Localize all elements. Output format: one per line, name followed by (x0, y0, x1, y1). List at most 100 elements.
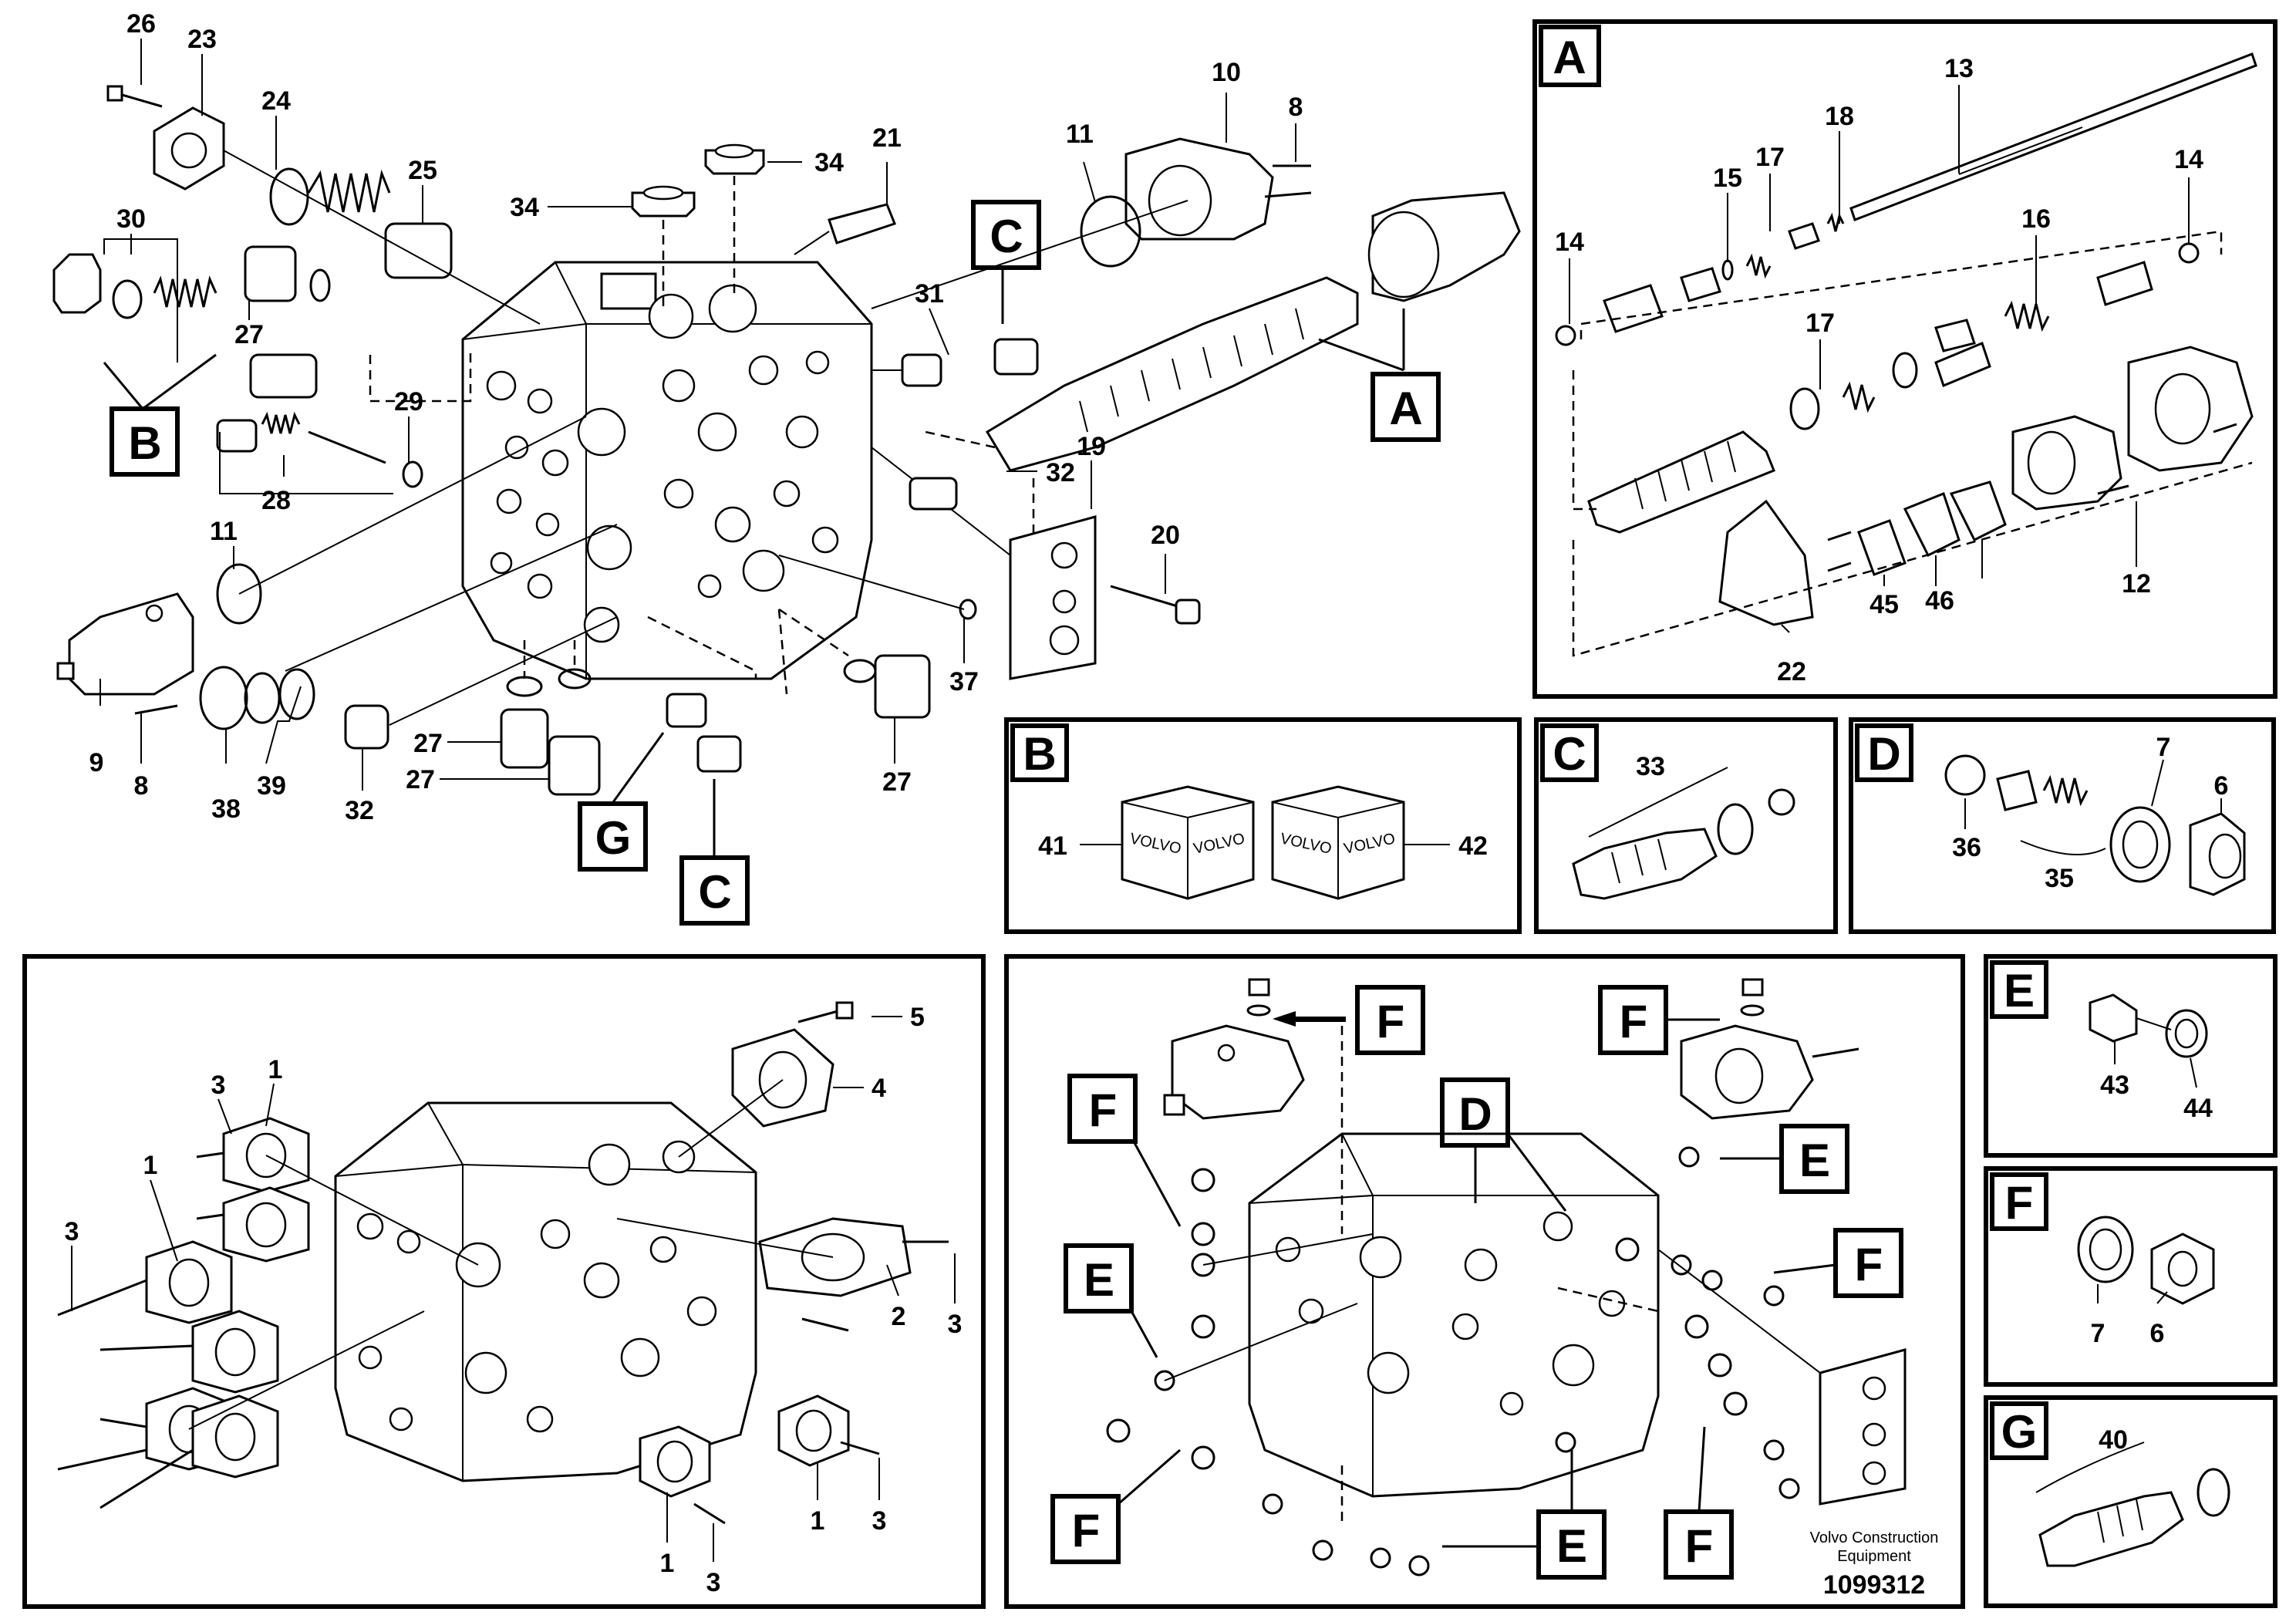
detail-A-callout-13: 13 (1944, 54, 1974, 83)
detail-F-panel: F 7 6 (1984, 1166, 2277, 1387)
detail-D-callout-6: 6 (2214, 771, 2229, 801)
flanges-callout-3-bottom: 3 (706, 1568, 721, 1597)
ref-box-B: B (128, 417, 161, 469)
footer-company-line1: Volvo Construction (1810, 1529, 1939, 1546)
callout-27-upper: 27 (234, 320, 264, 349)
ref-box-C-bottom: C (698, 866, 731, 918)
detail-F-letter: F (2005, 1177, 2034, 1229)
ref-box-C-top: C (990, 211, 1023, 262)
callout-27-lower: 27 (406, 765, 435, 794)
main-exploded-view (52, 85, 1521, 796)
detail-G-panel: G 40 (1984, 1395, 2277, 1608)
flanges-callout-1-bottom: 1 (660, 1549, 675, 1578)
plugs-ref-F-2: F (1620, 996, 1648, 1047)
plugs-ref-F-6: F (1685, 1520, 1714, 1572)
detail-E-callout-43: 43 (2100, 1071, 2129, 1100)
callout-11-left: 11 (210, 517, 238, 546)
callout-27-right: 27 (882, 767, 912, 797)
callout-28: 28 (261, 486, 291, 515)
plugs-ref-E-3: E (1556, 1520, 1587, 1572)
callout-19: 19 (1077, 432, 1106, 461)
flanges-callout-1-bottom-right: 1 (811, 1506, 825, 1536)
plugs-ref-F-3: F (1089, 1084, 1118, 1136)
detail-D-panel: D 36 35 7 6 (1849, 717, 2276, 934)
main-callouts: 26 23 24 25 30 27 28 29 11 9 8 38 39 32 … (89, 9, 1441, 926)
detail-B-panel: B VOLVO VOLVO VOLVO VOLVO 41 42 (1004, 717, 1522, 934)
ref-box-G: G (595, 812, 632, 864)
detail-F-callout-6: 6 (2150, 1319, 2165, 1348)
detail-D-letter: D (1867, 728, 1900, 780)
detail-E-callout-44: 44 (2183, 1094, 2213, 1123)
callout-38: 38 (211, 794, 241, 824)
callout-9: 9 (89, 748, 104, 777)
detail-D-callout-7: 7 (2156, 733, 2171, 762)
flanges-callout-1-left: 1 (143, 1151, 158, 1180)
flanges-callout-3-right: 3 (948, 1310, 963, 1339)
callout-27-mid: 27 (413, 729, 443, 758)
detail-A-callout-45: 45 (1870, 590, 1899, 619)
plugs-ref-E-2: E (1084, 1254, 1114, 1306)
detail-A-callout-17-lower: 17 (1805, 309, 1835, 338)
callout-29: 29 (394, 387, 423, 416)
flanges-callout-1-top: 1 (268, 1055, 283, 1084)
flanges-callout-3-bottom-right: 3 (872, 1506, 887, 1536)
block-top-pad (600, 272, 657, 310)
detail-A-callout-17-upper: 17 (1755, 143, 1785, 172)
callout-10: 10 (1212, 58, 1241, 87)
plugs-panel: F F F D E E F F E F Volvo Construction E… (1004, 954, 1965, 1609)
plugs-ref-F-1: F (1377, 996, 1405, 1047)
callout-34-left: 34 (510, 193, 539, 222)
flanges-callout-3-top: 3 (211, 1071, 226, 1100)
footer-doc-number: 1099312 (1823, 1570, 1925, 1600)
detail-C-panel: C 33 (1534, 717, 1838, 934)
flanges-panel: 5 4 3 1 1 3 2 3 1 3 1 3 (22, 954, 986, 1609)
callout-20: 20 (1151, 521, 1180, 550)
detail-A-callout-46: 46 (1925, 586, 1954, 615)
detail-G-callout-40: 40 (2099, 1425, 2128, 1455)
detail-B-letter: B (1023, 728, 1056, 780)
detail-G-letter: G (2001, 1406, 2038, 1458)
flanges-callout-3-left: 3 (65, 1217, 79, 1246)
detail-B-callout-42: 42 (1458, 831, 1488, 861)
detail-A-letter: A (1553, 32, 1586, 83)
detail-A-callout-14-right: 14 (2174, 145, 2203, 174)
detail-B-callout-41: 41 (1038, 831, 1067, 861)
callout-37: 37 (949, 667, 979, 696)
detail-A-callout-15: 15 (1713, 164, 1742, 193)
detail-C-callout-33: 33 (1636, 752, 1665, 781)
callout-30: 30 (116, 204, 146, 234)
ref-box-A: A (1389, 383, 1422, 434)
callout-25: 25 (408, 156, 437, 185)
callout-24: 24 (261, 86, 291, 116)
callout-8-left: 8 (134, 771, 149, 801)
callout-26: 26 (126, 9, 156, 39)
detail-E-panel: E 43 44 (1984, 954, 2277, 1158)
callout-39: 39 (257, 771, 286, 801)
detail-D-callout-36: 36 (1952, 833, 1981, 862)
detail-E-letter: E (2004, 965, 2035, 1017)
detail-A-panel: A (1532, 19, 2277, 699)
plugs-ref-F-5: F (1072, 1505, 1101, 1556)
flanges-callout-5: 5 (910, 1003, 925, 1032)
callout-34-right: 34 (814, 148, 844, 177)
callout-11-right: 11 (1066, 120, 1094, 149)
detail-A-callout-22: 22 (1777, 657, 1806, 686)
callout-32-lower: 32 (345, 796, 374, 825)
callout-31: 31 (915, 279, 944, 309)
flanges-callout-4: 4 (872, 1074, 886, 1103)
callout-32-upper: 32 (1046, 458, 1075, 487)
footer-company-line2: Equipment (1837, 1548, 1911, 1565)
callout-23: 23 (187, 25, 217, 54)
detail-A-callout-18: 18 (1825, 102, 1854, 131)
callout-21: 21 (872, 123, 902, 153)
detail-A-callout-16: 16 (2021, 204, 2051, 234)
detail-D-callout-35: 35 (2045, 864, 2074, 893)
detail-A-callout-12: 12 (2122, 569, 2151, 599)
detail-F-callout-7: 7 (2091, 1319, 2106, 1348)
callout-8-right: 8 (1289, 93, 1303, 122)
flanges-callout-2: 2 (892, 1302, 906, 1331)
detail-C-letter: C (1553, 728, 1586, 780)
plugs-ref-D: D (1458, 1088, 1492, 1140)
plugs-ref-E-1: E (1799, 1135, 1830, 1186)
